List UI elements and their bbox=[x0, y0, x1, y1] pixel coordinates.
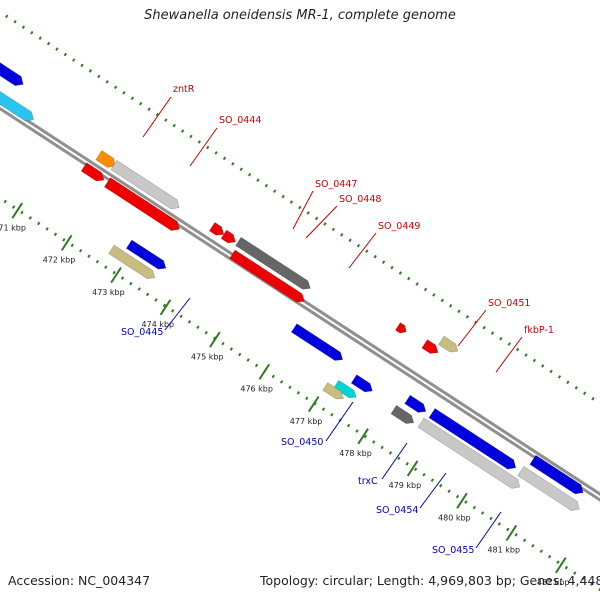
gene-label-so-0451: SO_0451 bbox=[488, 298, 530, 309]
gene-label-so-0455: SO_0455 bbox=[432, 545, 474, 556]
gene-arrow-khaki bbox=[322, 382, 345, 400]
lower-tick-row bbox=[0, 196, 600, 592]
scale-tick bbox=[505, 524, 518, 542]
gene-arrow-grey bbox=[517, 465, 580, 511]
label-leader-line bbox=[475, 511, 502, 549]
gene-arrow-red bbox=[394, 322, 407, 334]
scale-tick bbox=[406, 460, 419, 477]
tick-label: 479 kbp bbox=[389, 481, 422, 490]
gene-arrow-khaki bbox=[108, 244, 156, 279]
gene-label-zntr: zntR bbox=[173, 84, 195, 95]
label-leader-line bbox=[305, 205, 338, 239]
gene-arrow-blue bbox=[350, 374, 373, 393]
scale-tick bbox=[258, 363, 271, 380]
scale-tick bbox=[555, 557, 567, 574]
label-leader-line bbox=[325, 401, 354, 442]
gene-label-so-0454: SO_0454 bbox=[376, 505, 418, 516]
genome-summary-text: Topology: circular; Length: 4,969,803 bp… bbox=[260, 573, 600, 588]
accession-text: Accession: NC_004347 bbox=[8, 573, 151, 588]
tick-label: 480 kbp bbox=[438, 513, 471, 522]
gene-arrow-blue bbox=[0, 39, 24, 86]
label-leader-line bbox=[142, 96, 172, 138]
gene-arrow-blue bbox=[125, 239, 167, 270]
scale-tick bbox=[357, 428, 369, 445]
gene-label-so-0449: SO_0449 bbox=[378, 221, 420, 232]
label-leader-line bbox=[495, 336, 523, 373]
scale-tick bbox=[159, 299, 172, 316]
gene-arrow-red bbox=[80, 162, 105, 182]
label-leader-line bbox=[164, 297, 191, 331]
gene-arrow-darkgrey bbox=[390, 405, 415, 424]
label-leader-line bbox=[381, 442, 408, 480]
tick-label: 473 kbp bbox=[92, 288, 125, 297]
tick-label: 478 kbp bbox=[339, 449, 372, 458]
scale-tick bbox=[60, 234, 73, 251]
tick-label: 475 kbp bbox=[191, 352, 224, 361]
gene-arrow-khaki bbox=[438, 335, 459, 353]
scale-tick bbox=[110, 267, 122, 284]
tick-label: 476 kbp bbox=[240, 385, 273, 394]
upper-tick-row bbox=[0, 10, 600, 406]
scale-tick bbox=[11, 202, 23, 219]
gene-arrow-blue bbox=[529, 454, 584, 495]
gene-arrow-grey bbox=[110, 159, 180, 210]
gene-arrow-red bbox=[220, 229, 236, 244]
label-leader-line bbox=[348, 232, 377, 269]
gene-arrow-red bbox=[421, 339, 439, 354]
gene-label-so-0448: SO_0448 bbox=[339, 194, 381, 205]
tick-label: 481 kbp bbox=[487, 546, 520, 555]
gene-arrow-grey bbox=[417, 417, 521, 489]
gene-arrow-cyan bbox=[333, 379, 357, 399]
scale-tick bbox=[209, 331, 221, 348]
scale-tick bbox=[307, 395, 320, 413]
tick-label: 474 kbp bbox=[142, 320, 175, 329]
gene-label-trxc: trxC bbox=[358, 476, 378, 487]
gene-arrow-orange bbox=[95, 150, 116, 168]
label-leader-line bbox=[457, 309, 487, 347]
gene-arrow-blue bbox=[428, 408, 517, 470]
label-leader-line bbox=[189, 127, 218, 167]
map-title: Shewanella oneidensis MR-1, complete gen… bbox=[144, 8, 456, 23]
gene-label-so-0445: SO_0445 bbox=[121, 327, 163, 338]
gene-arrow-red bbox=[229, 249, 305, 303]
gene-label-so-0447: SO_0447 bbox=[315, 179, 357, 190]
gene-arrow-red bbox=[103, 177, 180, 231]
scale-tick bbox=[456, 492, 468, 509]
gene-label-fkbp-1: fkbP-1 bbox=[524, 325, 554, 336]
label-leader-line bbox=[292, 190, 314, 230]
gene-arrow-blue bbox=[290, 323, 344, 361]
gene-arrow-blue bbox=[404, 394, 427, 413]
gene-arrow-cyan bbox=[0, 60, 34, 122]
tick-label: 477 kbp bbox=[290, 417, 323, 426]
gene-label-so-0450: SO_0450 bbox=[281, 437, 323, 448]
gene-label-so-0444: SO_0444 bbox=[219, 115, 261, 126]
tick-label: 471 kbp bbox=[0, 223, 26, 232]
gene-arrow-red bbox=[208, 222, 225, 236]
tick-label: 482 kbp bbox=[537, 578, 570, 587]
tick-label: 472 kbp bbox=[43, 256, 76, 265]
gene-arrow-darkgrey bbox=[235, 236, 311, 290]
label-leader-line bbox=[419, 472, 447, 509]
